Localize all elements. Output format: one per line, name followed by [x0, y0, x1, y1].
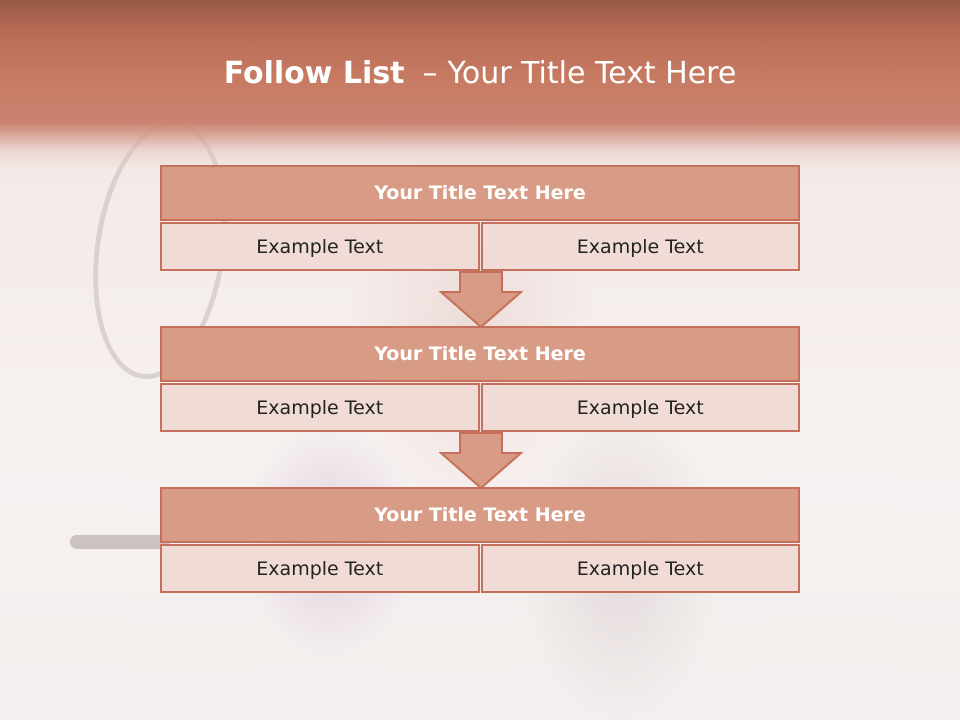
step-left-text: Example Text [160, 544, 480, 593]
down-arrow-icon [439, 432, 523, 490]
step-2: Your Title Text Here Example Text Exampl… [160, 326, 800, 432]
slide-title-strong: Follow List [223, 56, 405, 91]
step-right-text: Example Text [480, 383, 800, 432]
step-right-text: Example Text [480, 222, 800, 271]
slide-title-rest: Your Title Text Here [447, 56, 737, 91]
step-row: Example Text Example Text [160, 222, 800, 271]
down-arrow-icon [439, 271, 523, 329]
step-right-text: Example Text [480, 544, 800, 593]
mirror-stand-decoration [70, 535, 170, 549]
step-title: Your Title Text Here [160, 487, 800, 543]
header-band [0, 0, 960, 170]
step-left-text: Example Text [160, 222, 480, 271]
step-3: Your Title Text Here Example Text Exampl… [160, 487, 800, 593]
slide-title: Follow List–Your Title Text Here [0, 56, 960, 91]
step-row: Example Text Example Text [160, 544, 800, 593]
step-left-text: Example Text [160, 383, 480, 432]
step-row: Example Text Example Text [160, 383, 800, 432]
slide-title-separator: – [422, 56, 438, 91]
step-1: Your Title Text Here Example Text Exampl… [160, 165, 800, 271]
step-title: Your Title Text Here [160, 326, 800, 382]
step-title: Your Title Text Here [160, 165, 800, 221]
